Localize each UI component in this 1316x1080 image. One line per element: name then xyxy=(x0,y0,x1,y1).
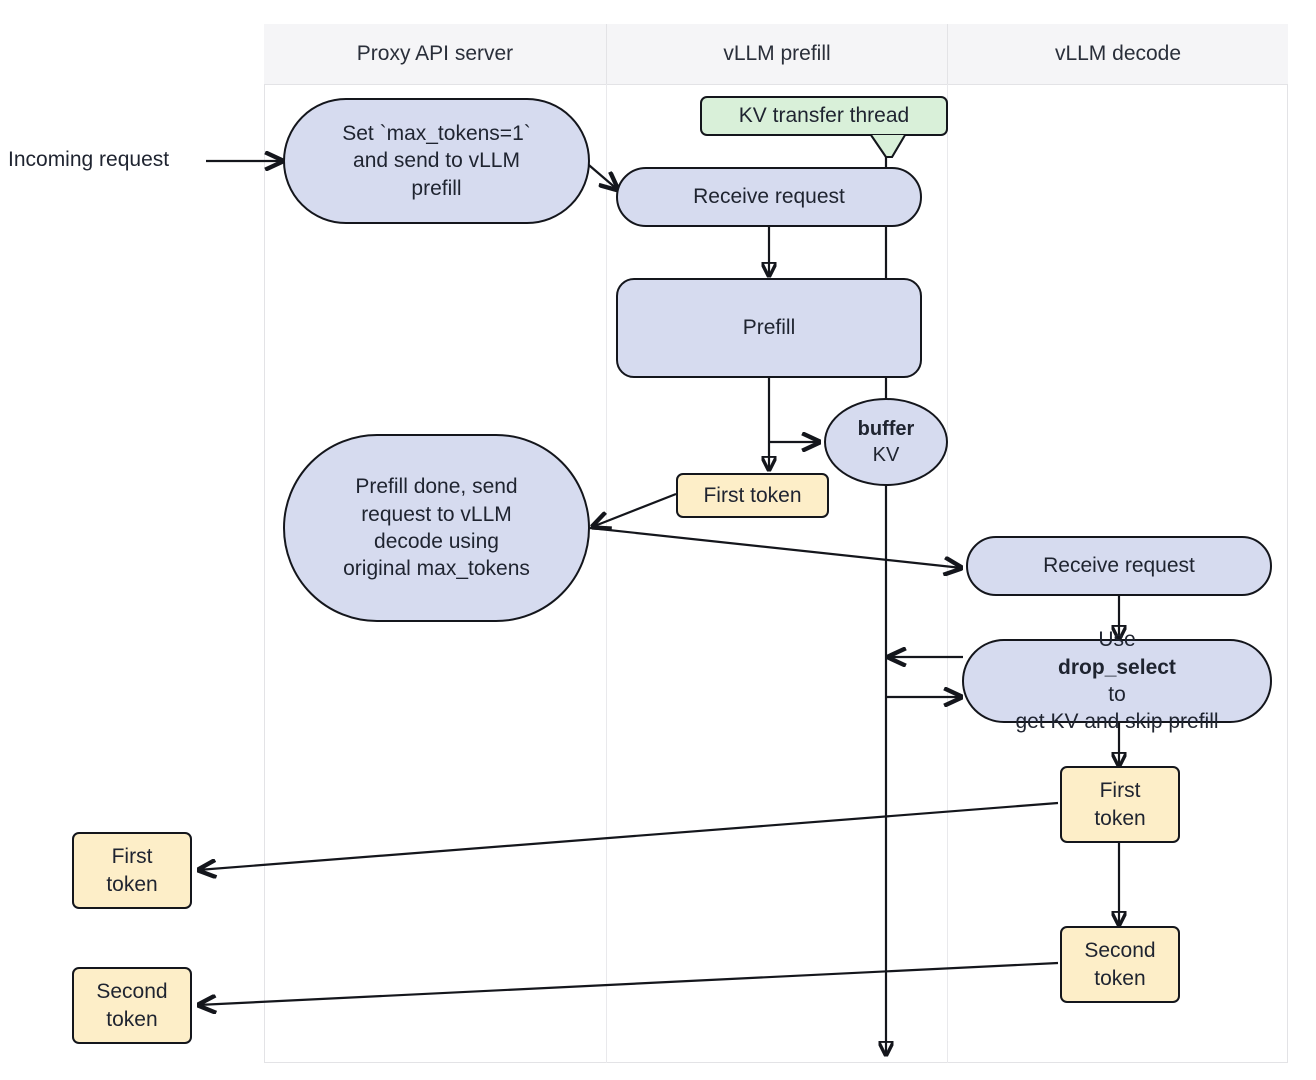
node-kv-transfer-thread[interactable]: KV transfer thread xyxy=(700,96,948,136)
lane-header-prefill: vLLM prefill xyxy=(607,24,948,84)
lane-header-rule xyxy=(264,84,1288,85)
drop-select-post: to xyxy=(1108,683,1126,706)
lane-body-proxy xyxy=(264,84,607,1063)
node-prefill-first-token-label: First token xyxy=(703,483,802,507)
node-proxy-first-token-label: First token xyxy=(106,845,158,896)
node-prefill-receive-request-label: Receive request xyxy=(693,185,845,209)
node-proxy-first-token[interactable]: First token xyxy=(72,832,192,909)
drop-select-pre: Use xyxy=(1098,628,1136,652)
lane-header-proxy: Proxy API server xyxy=(264,24,607,84)
node-decode-receive-request-label: Receive request xyxy=(1043,554,1195,578)
node-buffer-kv[interactable]: buffer KV xyxy=(824,398,948,486)
node-prefill-label: Prefill xyxy=(742,316,796,340)
node-prefill-done[interactable]: Prefill done, send request to vLLM decod… xyxy=(283,434,590,622)
edge-prefill-first-token-to-proxy-done xyxy=(592,492,677,527)
node-prefill-first-token[interactable]: First token xyxy=(676,473,829,518)
edge-decode-first-token-to-proxy-first-token xyxy=(198,801,1059,870)
node-drop-select[interactable]: Use drop_select to get KV and skip prefi… xyxy=(962,628,1272,733)
lane-header-decode-label: vLLM decode xyxy=(1054,42,1182,65)
node-decode-first-token-label: First token xyxy=(1094,779,1146,830)
node-decode-second-token[interactable]: Second token xyxy=(1060,926,1180,1003)
node-decode-first-token[interactable]: First token xyxy=(1060,766,1180,843)
edge-proxy-done-to-decode-receive xyxy=(589,526,962,568)
drop-select-line2: get KV and skip prefill xyxy=(1015,710,1219,734)
node-prefill-done-label: Prefill done, send request to vLLM decod… xyxy=(343,475,530,581)
node-drop-select-label: Use drop_select to get KV and skip prefi… xyxy=(1015,626,1218,735)
lane-header-proxy-label: Proxy API server xyxy=(356,42,514,65)
node-set-max-tokens-label: Set `max_tokens=1` and send to vLLM pref… xyxy=(342,122,531,200)
node-prefill[interactable]: Prefill xyxy=(616,278,922,378)
drop-select-bold: drop_select xyxy=(1058,655,1176,679)
node-decode-receive-request[interactable]: Receive request xyxy=(966,536,1272,596)
node-decode-second-token-label: Second token xyxy=(1084,939,1156,990)
node-prefill-receive-request[interactable]: Receive request xyxy=(616,167,922,227)
node-kv-transfer-thread-label: KV transfer thread xyxy=(738,104,910,128)
node-proxy-second-token[interactable]: Second token xyxy=(72,967,192,1044)
lane-header-prefill-label: vLLM prefill xyxy=(723,42,831,65)
edge-decode-second-token-to-proxy-second-token xyxy=(198,961,1059,1005)
node-proxy-second-token-label: Second token xyxy=(96,980,168,1031)
node-buffer-kv-label: buffer KV xyxy=(857,418,915,466)
kv-transfer-note-tail xyxy=(869,134,907,158)
incoming-request-label: Incoming request xyxy=(8,148,170,171)
lane-header-decode: vLLM decode xyxy=(948,24,1288,84)
node-set-max-tokens[interactable]: Set `max_tokens=1` and send to vLLM pref… xyxy=(283,98,590,224)
